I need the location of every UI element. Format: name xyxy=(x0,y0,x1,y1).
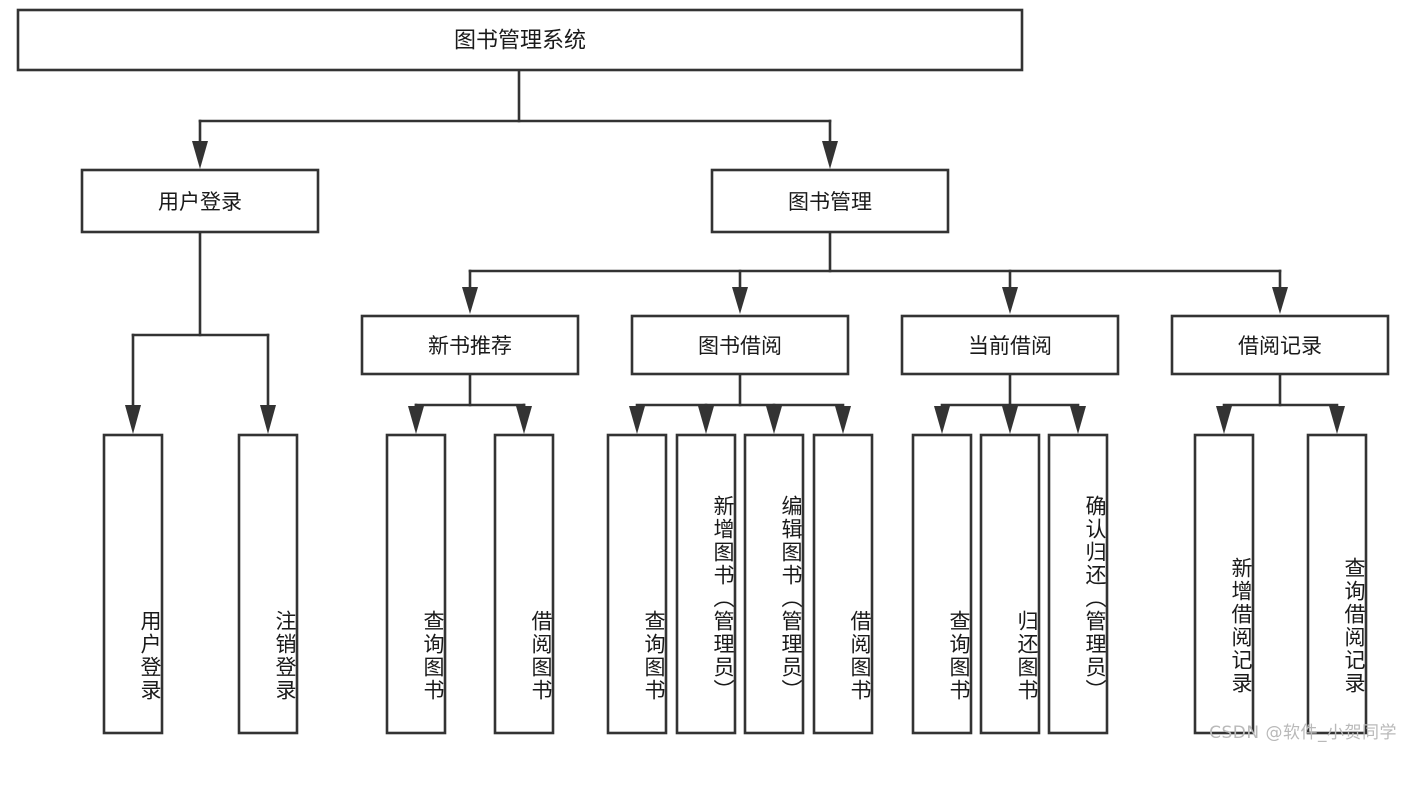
node-box-root[interactable] xyxy=(16,8,1024,72)
arrowhead-nb-borrow-book xyxy=(516,406,532,434)
node-box-leaf-cb-return-book[interactable] xyxy=(979,433,1041,735)
arrowhead-leaf-user-login xyxy=(125,405,141,434)
node-box-leaf-cb-query-book[interactable] xyxy=(911,433,973,735)
arrowhead-cb-confirm-return xyxy=(1070,406,1086,434)
hierarchy-diagram-svg: 图书管理系统 用户登录 图书管理 新书推荐 图书借阅 当前借阅 借阅记录 xyxy=(16,8,1390,735)
arrowhead-bb-add-book xyxy=(698,406,714,434)
arrowhead-new-book-recommend xyxy=(462,287,478,314)
node-box-leaf-bb-edit-book[interactable] xyxy=(743,433,805,735)
node-box-current-borrow[interactable] xyxy=(900,314,1120,376)
node-label-new-book-recommend: 新书推荐 xyxy=(428,334,512,358)
node-box-leaf-br-add-record[interactable] xyxy=(1193,433,1255,735)
node-box-user-login[interactable] xyxy=(80,168,320,234)
connector-group-current-borrow xyxy=(934,373,1086,434)
node-box-leaf-br-query-record[interactable] xyxy=(1306,433,1368,735)
node-box-leaf-bb-query-book[interactable] xyxy=(606,433,668,735)
node-box-leaf-user-login[interactable] xyxy=(102,433,164,735)
connector-group-root xyxy=(192,68,838,169)
arrowhead-bb-query-book xyxy=(629,406,645,434)
arrowhead-leaf-logout xyxy=(260,405,276,434)
arrowhead-cb-query-book xyxy=(934,406,950,434)
arrowhead-cb-return-book xyxy=(1002,406,1018,434)
node-label-current-borrow: 当前借阅 xyxy=(968,334,1052,358)
connector-group-book-borrow xyxy=(629,373,851,434)
arrowhead-br-add-record xyxy=(1216,406,1232,434)
connector-group-new-book xyxy=(408,373,532,434)
node-box-leaf-nb-query-book[interactable] xyxy=(385,433,447,735)
node-box-leaf-nb-borrow-book[interactable] xyxy=(493,433,555,735)
node-label-root: 图书管理系统 xyxy=(454,29,586,54)
arrowhead-book-borrow xyxy=(732,287,748,314)
node-box-borrow-record[interactable] xyxy=(1170,314,1390,376)
node-box-leaf-cb-confirm-return[interactable] xyxy=(1047,433,1109,735)
connector-group-borrow-record xyxy=(1216,373,1345,434)
node-box-leaf-bb-add-book[interactable] xyxy=(675,433,737,735)
node-label-book-management: 图书管理 xyxy=(788,190,872,214)
node-label-user-login: 用户登录 xyxy=(158,190,242,214)
diagram-canvas: 图书管理系统 用户登录 图书管理 新书推荐 图书借阅 当前借阅 借阅记录 xyxy=(16,8,1397,743)
node-box-leaf-bb-borrow-book[interactable] xyxy=(812,433,874,735)
node-box-book-management[interactable] xyxy=(710,168,950,234)
arrowhead-book-mgmt xyxy=(822,141,838,169)
arrowhead-nb-query-book xyxy=(408,406,424,434)
node-label-borrow-record: 借阅记录 xyxy=(1238,334,1322,358)
node-box-leaf-logout[interactable] xyxy=(237,433,299,735)
node-box-new-book-recommend[interactable] xyxy=(360,314,580,376)
node-label-book-borrow: 图书借阅 xyxy=(698,334,782,358)
connector-group-book-mgmt xyxy=(462,230,1288,314)
csdn-watermark: CSDN @软件_小贺同学 xyxy=(1209,723,1397,743)
arrowhead-borrow-record xyxy=(1272,287,1288,314)
arrowhead-br-query-record xyxy=(1329,406,1345,434)
arrowhead-current-borrow xyxy=(1002,287,1018,314)
node-box-book-borrow[interactable] xyxy=(630,314,850,376)
connector-group-user-login xyxy=(125,230,276,434)
arrowhead-user-login xyxy=(192,141,208,169)
arrowhead-bb-edit-book xyxy=(766,406,782,434)
arrowhead-bb-borrow-book xyxy=(835,406,851,434)
